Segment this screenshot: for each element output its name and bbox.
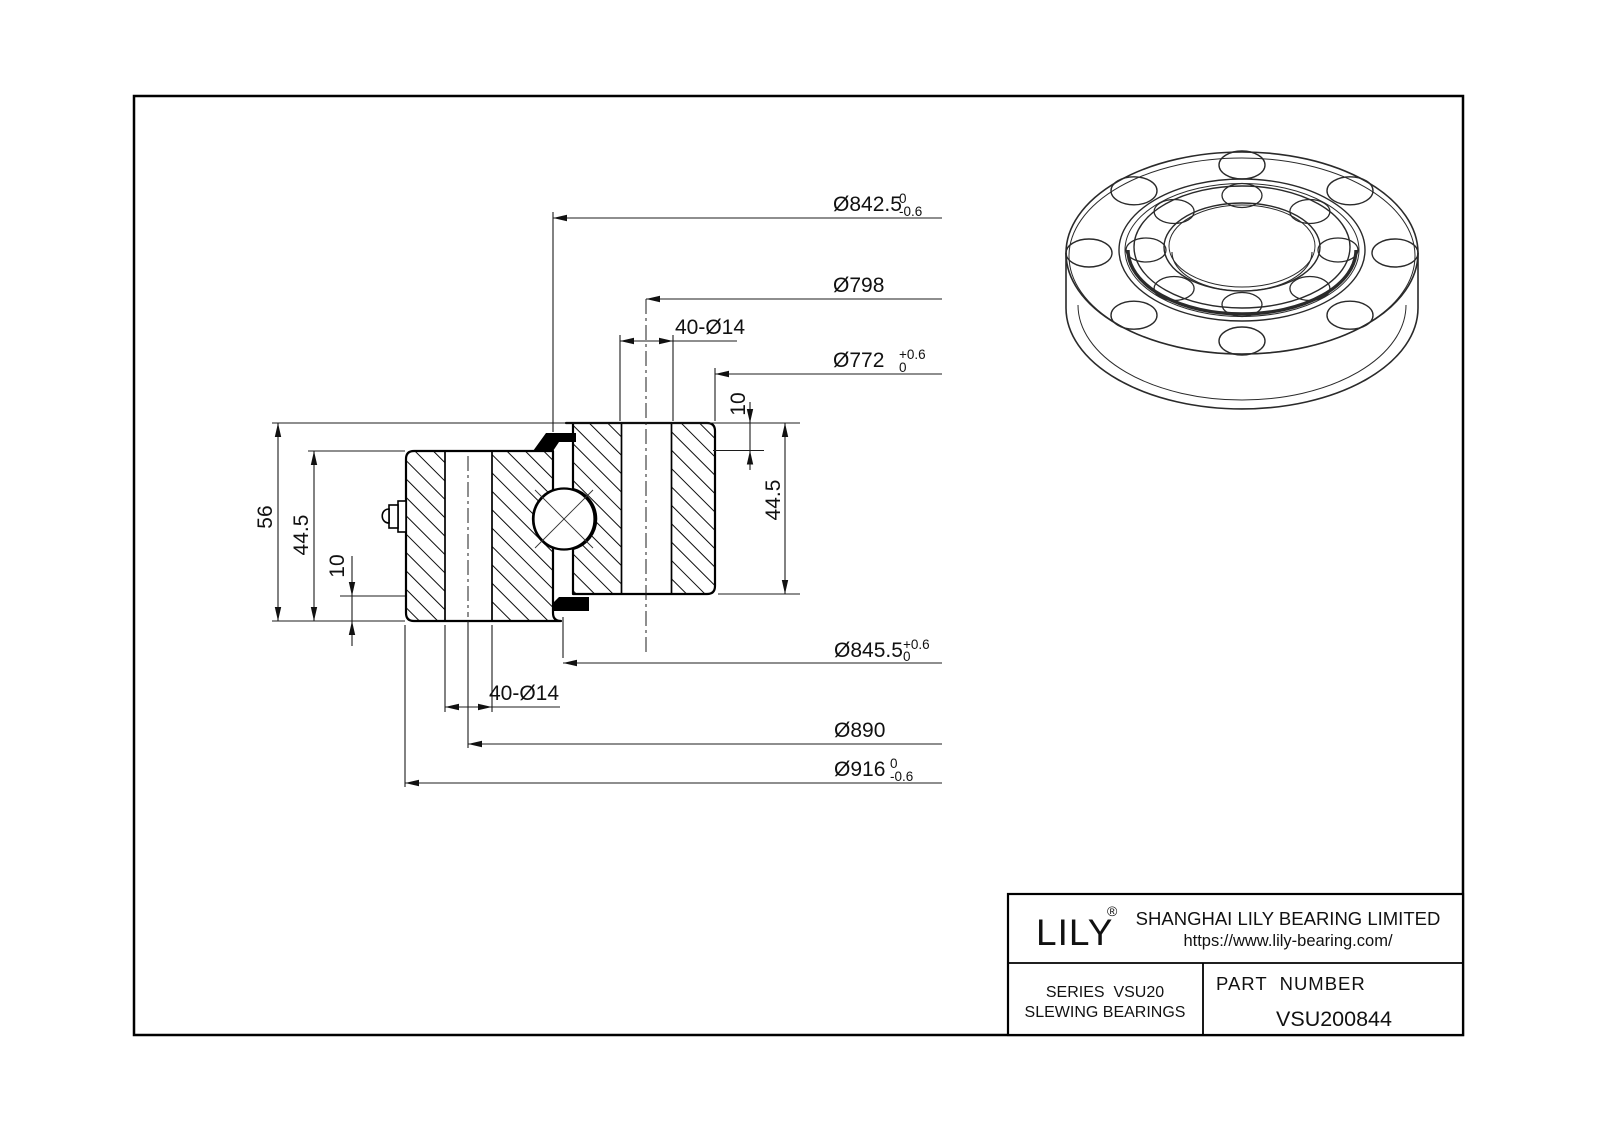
company-website: https://www.lily-bearing.com/ [1183, 932, 1392, 950]
bottom-seal [552, 597, 589, 611]
dim-label: 40-Ø14 [675, 316, 745, 339]
dimension-lines [277, 217, 942, 784]
ball-center-cross-icon [534, 489, 594, 549]
dim-10-top: 10 [727, 392, 750, 415]
dim-label: 44.5 [290, 515, 313, 556]
dim-dia-845-5: Ø845.5 +0.6 0 [834, 637, 930, 664]
tolerance-upper: 0 [899, 191, 907, 206]
dim-dia-842-5: Ø842.5 0 -0.6 [833, 191, 922, 219]
dimension-arrows [274, 214, 789, 787]
inner-ring-top-face [1133, 185, 1351, 309]
dim-44-5-right: 44.5 [762, 480, 785, 521]
tolerance-lower: 0 [903, 649, 911, 664]
company-name: SHANGHAI LILY BEARING LIMITED [1136, 908, 1441, 929]
isometric-bearing-view [1065, 150, 1419, 410]
tolerance-upper: +0.6 [903, 637, 930, 652]
dim-label: 10 [727, 392, 750, 415]
dim-label: Ø916 [834, 758, 885, 781]
series-label-line2: SLEWING BEARINGS [1025, 1004, 1186, 1021]
centerlines [467, 299, 647, 652]
dim-label: 44.5 [762, 480, 785, 521]
dim-44-5-left: 44.5 [290, 515, 313, 556]
title-block: LILY ® SHANGHAI LILY BEARING LIMITED htt… [1006, 892, 1465, 1037]
tolerance-lower: 0 [899, 360, 907, 375]
bore-edge [1163, 202, 1321, 292]
dim-dia-890: Ø890 [834, 719, 885, 742]
ring-gap-seal [1126, 249, 1358, 316]
dim-label: Ø772 [833, 349, 884, 372]
grease-nipple-icon [381, 500, 407, 533]
series-label-line1: SERIES VSU20 [1046, 984, 1164, 1001]
logo-text: LILY [1036, 912, 1113, 953]
part-number-label: PART NUMBER [1216, 973, 1366, 994]
outer-bolt-holes [1065, 150, 1419, 356]
tolerance-upper: 0 [890, 756, 898, 771]
top-seal [533, 433, 576, 451]
dim-dia-798: Ø798 [833, 274, 884, 297]
dim-holes-bottom: 40-Ø14 [489, 682, 559, 705]
dim-label: 10 [326, 554, 349, 577]
dim-label: Ø890 [834, 719, 885, 742]
dim-label: Ø798 [833, 274, 884, 297]
outer-ring-outline [564, 421, 717, 596]
dim-10-left: 10 [326, 554, 349, 577]
dim-label: 40-Ø14 [489, 682, 559, 705]
registered-mark-icon: ® [1107, 903, 1118, 919]
extension-lines [272, 212, 800, 787]
dim-dia-916: Ø916 0 -0.6 [834, 756, 913, 784]
dim-dia-772: Ø772 +0.6 0 [833, 347, 926, 375]
part-number-value: VSU200844 [1276, 1007, 1392, 1031]
drawing-border [132, 94, 1465, 1037]
dim-label: Ø845.5 [834, 639, 903, 662]
dim-label: Ø842.5 [833, 193, 902, 216]
dim-label: 56 [254, 505, 277, 528]
dim-56: 56 [254, 505, 277, 528]
tolerance-lower: -0.6 [890, 769, 913, 784]
dim-holes-top: 40-Ø14 [675, 316, 745, 339]
inner-bolt-holes [1125, 182, 1359, 318]
tolerance-upper: +0.6 [899, 347, 926, 362]
cross-section-view: Ø842.5 0 -0.6 Ø798 40-Ø14 Ø772 +0.6 0 10… [254, 191, 942, 787]
bearing-bottom-edge [1065, 307, 1419, 410]
tolerance-lower: -0.6 [899, 204, 922, 219]
